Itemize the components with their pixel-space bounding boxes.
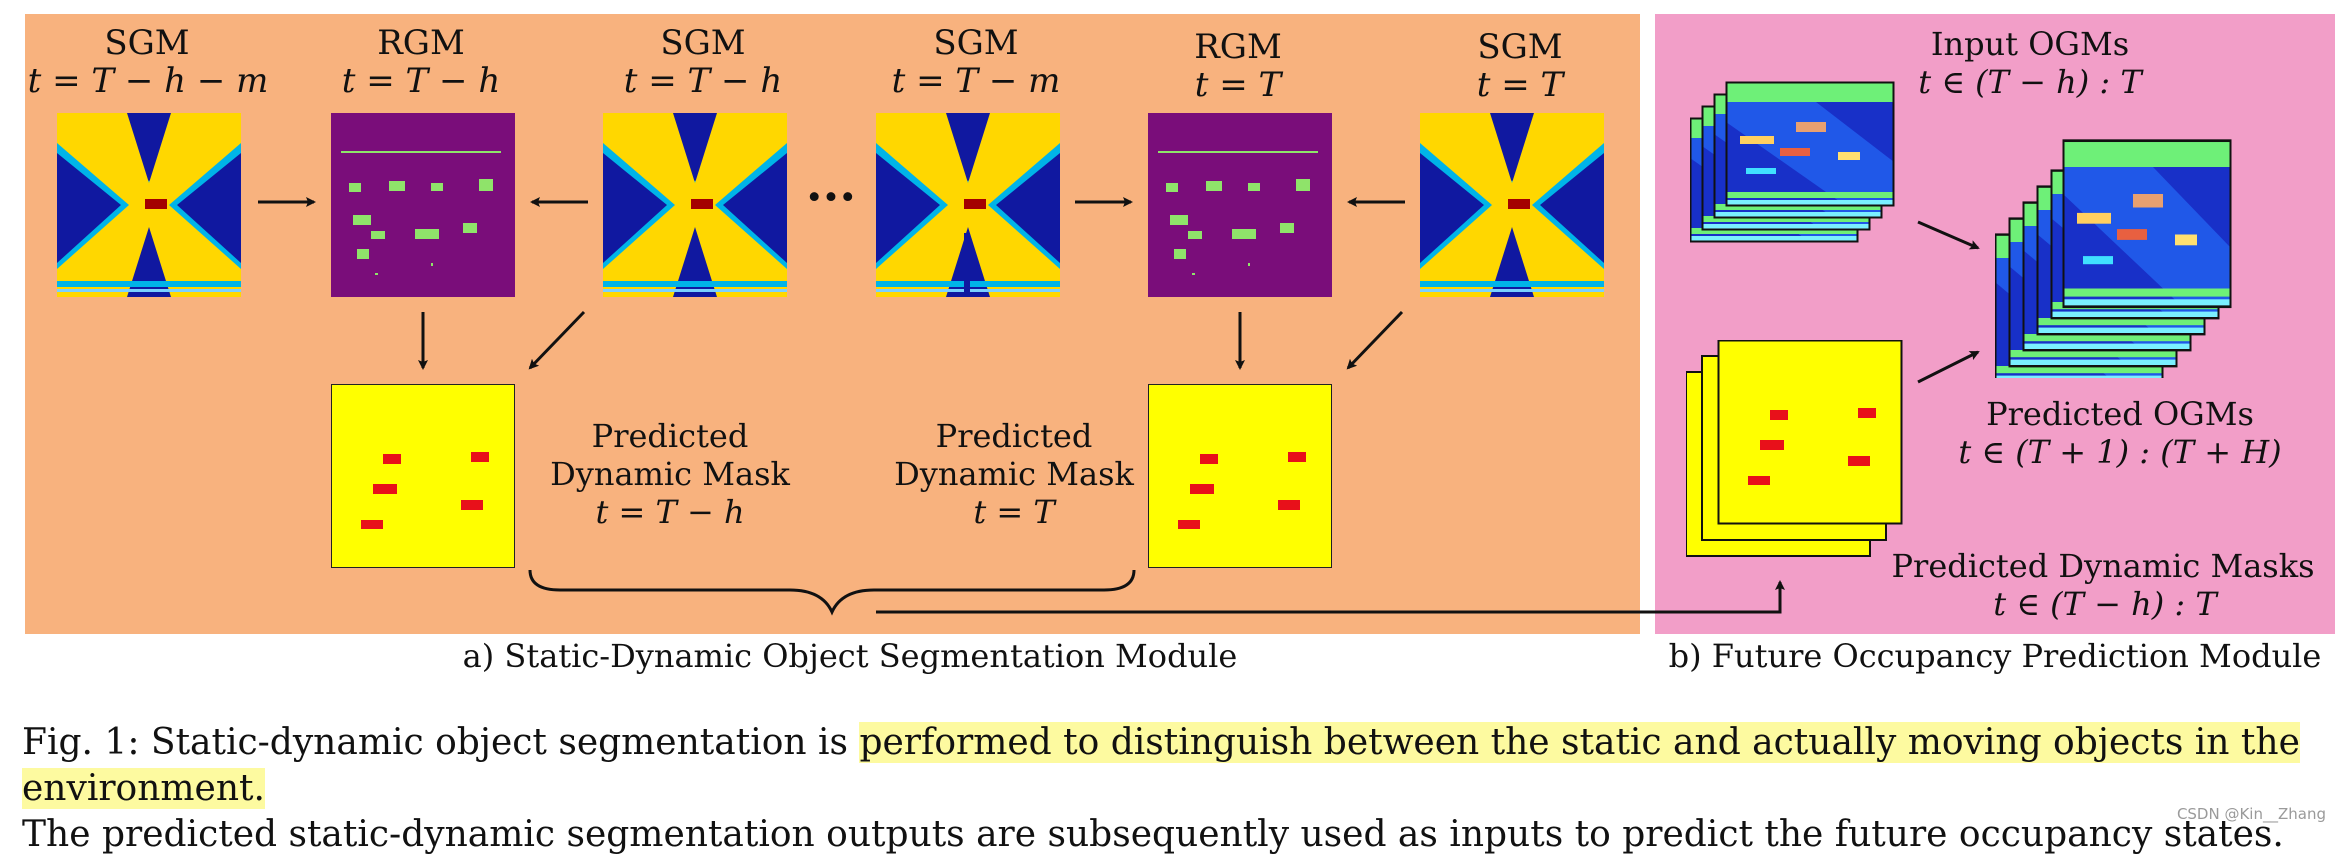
col-5-type: RGM bbox=[1194, 27, 1282, 67]
mask-left-line2: Dynamic Mask bbox=[550, 455, 790, 493]
predicted-masks-time: t ∈ (T − h) : T bbox=[1993, 585, 2217, 623]
segmentation-panel bbox=[25, 14, 1640, 634]
col-1-time: t = T − h − m bbox=[27, 61, 269, 101]
watermark: CSDN @Kin__Zhang bbox=[2176, 805, 2326, 823]
predicted-ogms-title: Predicted OGMs bbox=[1986, 395, 2254, 433]
caption-rest: The predicted static-dynamic segmentatio… bbox=[22, 814, 2284, 856]
arrow-sgm4-to-mask2 bbox=[1346, 310, 1404, 370]
input-ogms-time: t ∈ (T − h) : T bbox=[1918, 63, 2142, 101]
predicted-ogms-time: t ∈ (T + 1) : (T + H) bbox=[1958, 433, 2282, 471]
arrow-brace-to-panel-b bbox=[876, 580, 1785, 614]
col-5-time: t = T bbox=[1194, 65, 1282, 105]
arrow-input-to-predicted bbox=[1917, 220, 1980, 250]
mask-right-time: t = T bbox=[973, 493, 1055, 531]
arrow-sgm2-to-mask1 bbox=[528, 310, 586, 370]
figure-caption: Fig. 1: Static-dynamic object segmentati… bbox=[22, 720, 2322, 858]
col-1-type: SGM bbox=[104, 23, 190, 63]
ellipsis: ··· bbox=[805, 169, 857, 225]
sgm-map-t-minus-m bbox=[876, 113, 1060, 297]
dynamic-mask-t bbox=[1148, 384, 1332, 568]
input-ogms-title: Input OGMs bbox=[1930, 25, 2130, 63]
col-4-type: SGM bbox=[933, 23, 1019, 63]
predicted-mask-stack bbox=[1686, 340, 1903, 557]
mask-right-line1: Predicted bbox=[935, 417, 1093, 455]
predicted-masks-title: Predicted Dynamic Masks bbox=[1891, 547, 2315, 585]
arrow-layer bbox=[258, 197, 1980, 616]
panel-a-caption: a) Static-Dynamic Object Segmentation Mo… bbox=[462, 637, 1238, 675]
col-3-type: SGM bbox=[660, 23, 746, 63]
predicted-ogm-stack bbox=[1995, 139, 2232, 378]
caption-prefix: Fig. 1: Static-dynamic object segmentati… bbox=[22, 722, 860, 763]
mask-left-time: t = T − h bbox=[595, 493, 745, 531]
col-4-time: t = T − m bbox=[891, 61, 1061, 101]
col-6-time: t = T bbox=[1476, 65, 1564, 105]
col-2-time: t = T − h bbox=[341, 61, 501, 101]
mask-right-line2: Dynamic Mask bbox=[894, 455, 1134, 493]
col-2-type: RGM bbox=[377, 23, 465, 63]
dynamic-mask-t-minus-h bbox=[331, 384, 515, 568]
panel-b-caption: b) Future Occupancy Prediction Module bbox=[1668, 637, 2322, 675]
input-ogm-stack bbox=[1690, 81, 1895, 243]
arrow-masks-to-predicted bbox=[1917, 350, 1980, 384]
mask-left-line1: Predicted bbox=[591, 417, 749, 455]
col-6-type: SGM bbox=[1477, 27, 1563, 67]
col-3-time: t = T − h bbox=[623, 61, 783, 101]
mask-brace bbox=[528, 569, 1136, 616]
